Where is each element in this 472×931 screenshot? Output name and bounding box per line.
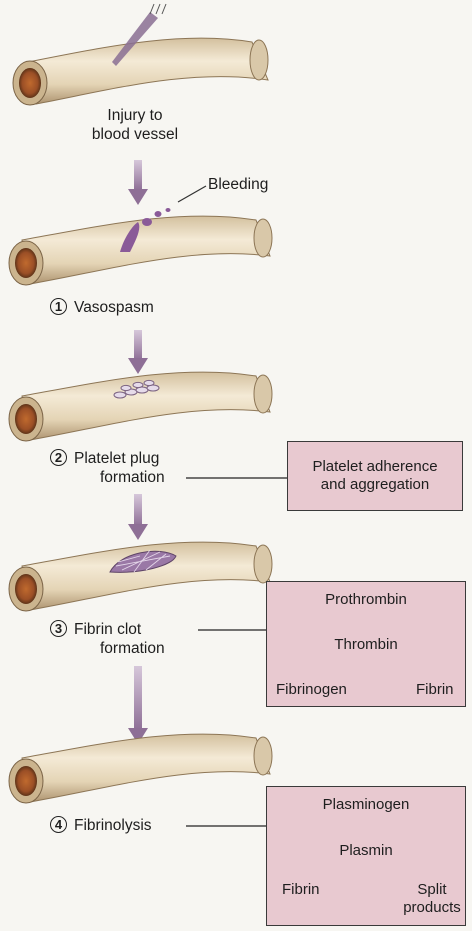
bleeding-leader-line [178,186,206,202]
prothrombin-text: Prothrombin [266,591,466,609]
injury-label-line2: blood vessel [70,125,200,144]
thrombin-text: Thrombin [266,636,466,654]
step-1-label: Vasospasm [74,298,154,317]
plasmin-text: Plasmin [266,842,466,860]
flow-arrow-1 [128,160,148,205]
fibrin-degraded-text: Fibrin [282,881,320,899]
step-2-label-line1: Platelet plug [74,449,165,468]
step-3-label-line2: formation [74,639,165,658]
step-2-platelet-plug: 2 Platelet plug formation [50,449,165,487]
split-products-text: Split products [400,881,464,917]
vessel-injured [13,38,268,105]
platelet-box-line1: Platelet adherence [287,458,463,476]
injury-label-line1: Injury to [70,106,200,125]
injury-label: Injury to blood vessel [70,106,200,144]
step-4-fibrinolysis: 4 Fibrinolysis [50,816,152,835]
fibrinogen-text: Fibrinogen [276,681,347,699]
flow-arrow-2 [128,330,148,374]
platelet-box-line2: and aggregation [287,476,463,494]
step-4-label: Fibrinolysis [74,816,152,835]
step-3-label-line1: Fibrin clot [74,620,165,639]
flow-arrow-3 [128,494,148,540]
split-products-line2: products [400,899,464,917]
step-2-number: 2 [50,449,67,466]
step-1-vasospasm: 1 Vasospasm [50,298,154,317]
split-products-line1: Split [400,881,464,899]
fibrin-text: Fibrin [416,681,454,699]
vessel-bleeding [9,216,272,285]
step-1-number: 1 [50,298,67,315]
plasminogen-text: Plasminogen [266,796,466,814]
platelet-box-text: Platelet adherence and aggregation [287,458,463,494]
step-2-label-line2: formation [74,468,165,487]
flow-arrow-4 [128,666,148,744]
bleeding-label: Bleeding [208,175,268,194]
step-4-number: 4 [50,816,67,833]
step-3-number: 3 [50,620,67,637]
step-3-fibrin-clot: 3 Fibrin clot formation [50,620,165,658]
vessel-restored [9,734,272,803]
